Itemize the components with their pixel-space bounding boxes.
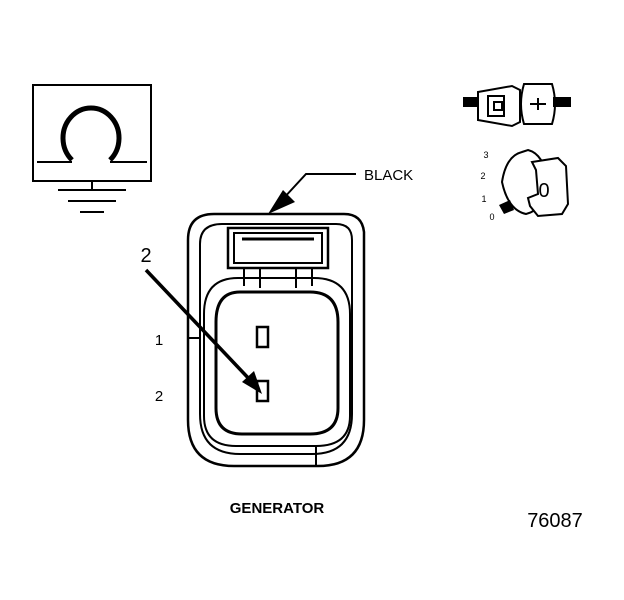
lock-key-label: 0 [538,180,549,202]
wire-color-leader [268,173,356,214]
ground-icon [58,181,126,213]
terminal-cavity-1 [255,325,270,349]
connector-mating-icon [463,83,571,128]
lock-position-icon [499,148,570,218]
lock-indicator-mark [499,200,514,214]
connector-latch [226,226,330,288]
lock-scale-label: 1 [481,194,486,204]
component-name: GENERATOR [230,500,325,517]
lock-scale: 3 2 1 0 [480,150,494,222]
lock-scale-label: 0 [489,212,494,222]
wire-color-label: BLACK [364,167,413,184]
callout-number: 2 [140,245,151,267]
lock-scale-label: 2 [480,171,485,181]
pin-label-2: 2 [155,388,163,405]
connector-face [186,212,366,468]
generator-symbol-icon [32,84,152,182]
pin-label-1: 1 [155,332,163,349]
lock-scale-label: 3 [483,150,488,160]
figure-number: 76087 [527,510,583,532]
callout-arrow [144,268,262,394]
